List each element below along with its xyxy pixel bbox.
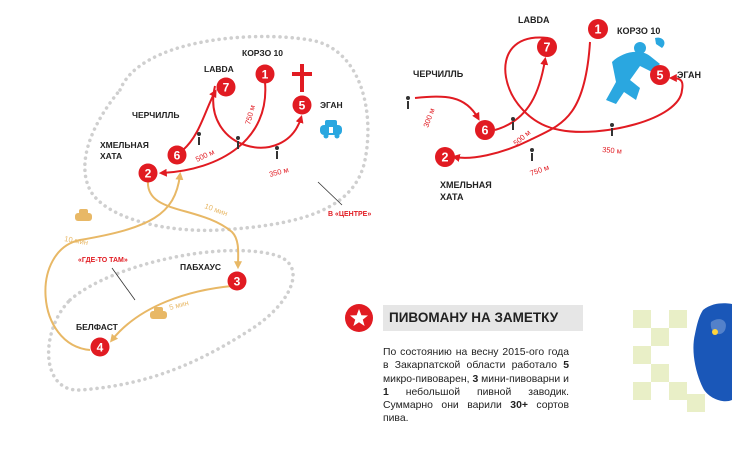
- r-distance-300: 300 м: [421, 107, 436, 129]
- r-distance-350: 350 м: [602, 145, 622, 156]
- stop-marker-7[interactable]: 7: [216, 77, 236, 97]
- svg-text:5: 5: [657, 69, 664, 83]
- zone-label-center: В «ЦЕНТРЕ»: [328, 211, 371, 218]
- stop-label-labda: LABDA: [204, 64, 234, 74]
- stop-marker-3[interactable]: 3: [227, 271, 247, 291]
- r-route-6-to-7: [494, 56, 549, 131]
- star-icon: [345, 304, 373, 332]
- svg-text:6: 6: [482, 124, 489, 138]
- distance-label-10min-a: 10 мин: [203, 201, 229, 218]
- stop-marker-4[interactable]: 4: [90, 337, 110, 357]
- svg-text:3: 3: [234, 275, 241, 289]
- r-stop-label-churchill: ЧЕРЧИЛЛЬ: [413, 69, 464, 79]
- r-distance-750: 750 м: [529, 163, 551, 178]
- stop-label-pabhaus: ПАБХАУС: [180, 262, 221, 272]
- stop-marker-2[interactable]: 2: [138, 163, 158, 183]
- r-stop-label-khmelnaya-1: ХМЕЛЬНАЯ: [440, 180, 492, 190]
- distance-label-500: 500 м: [194, 147, 216, 164]
- distance-label-10min-b: 10 мин: [64, 234, 89, 247]
- route-2-to-3: [146, 179, 243, 270]
- r-stop-label-labda: LABDA: [518, 15, 550, 25]
- note-header: ПИВОМАНУ НА ЗАМЕТКУ: [345, 304, 585, 334]
- svg-text:2: 2: [145, 167, 152, 181]
- distance-label-750: 750 м: [243, 104, 257, 125]
- route-7-to-5: [212, 85, 304, 149]
- r-stop-marker-5[interactable]: 5: [650, 65, 670, 85]
- center-zone-outline: [83, 34, 370, 233]
- taxi-orange-icon-lower: [150, 307, 167, 319]
- svg-text:4: 4: [97, 341, 104, 355]
- svg-text:7: 7: [544, 41, 551, 55]
- r-route-start-to-6: [414, 95, 480, 121]
- r-route-7-to-5: [504, 36, 684, 133]
- stop-label-egan: ЭГАН: [320, 100, 343, 110]
- stop-label-korzo: КОРЗО 10: [242, 48, 283, 58]
- stop-label-churchill: ЧЕРЧИЛЛЬ: [132, 110, 179, 120]
- note-body: По состоянию на весну 2015-ого года в За…: [383, 347, 569, 425]
- stop-label-khmelnaya-2: ХАТА: [100, 151, 122, 161]
- route-4-to-6: [44, 171, 184, 351]
- elsewhere-zone-outline: [46, 248, 295, 392]
- walker-icon-right: [406, 96, 614, 161]
- svg-text:6: 6: [174, 149, 181, 163]
- svg-text:1: 1: [595, 23, 602, 37]
- stop-label-khmelnaya-1: ХМЕЛЬНАЯ: [100, 140, 149, 150]
- stop-marker-6[interactable]: 6: [167, 145, 187, 165]
- jumping-figure-icon: [606, 37, 665, 104]
- r-stop-marker-2[interactable]: 2: [435, 147, 455, 167]
- zone-label-elsewhere: «ГДЕ-ТО ТАМ»: [78, 257, 128, 264]
- walker-icon: [197, 132, 279, 159]
- taxi-orange-icon-upper: [75, 209, 92, 221]
- cartoon-creature-icon: [693, 303, 732, 402]
- note-title: ПИВОМАНУ НА ЗАМЕТКУ: [383, 305, 583, 331]
- stop-marker-5[interactable]: 5: [292, 95, 312, 115]
- stop-label-belfast: БЕЛФАСТ: [76, 322, 119, 332]
- r-stop-label-khmelnaya-2: ХАТА: [440, 192, 464, 202]
- decorative-pattern: [633, 303, 732, 412]
- church-cross-icon: [292, 64, 312, 92]
- svg-text:7: 7: [223, 81, 230, 95]
- r-stop-marker-6[interactable]: 6: [475, 120, 495, 140]
- stop-marker-1[interactable]: 1: [255, 64, 275, 84]
- r-stop-label-egan: ЭГАН: [677, 70, 701, 80]
- distance-label-350: 350 м: [268, 165, 289, 179]
- taxi-blue-icon: [320, 120, 342, 139]
- svg-text:5: 5: [299, 99, 306, 113]
- center-zone-leader: [317, 181, 343, 206]
- svg-text:1: 1: [262, 68, 269, 82]
- r-route-1-to-2: [451, 41, 591, 162]
- elsewhere-zone-leader: [111, 267, 136, 301]
- r-stop-label-korzo: КОРЗО 10: [617, 26, 660, 36]
- r-stop-marker-1[interactable]: 1: [588, 19, 608, 39]
- route-3-to-4: [109, 285, 233, 343]
- svg-text:2: 2: [442, 151, 449, 165]
- r-stop-marker-7[interactable]: 7: [537, 37, 557, 57]
